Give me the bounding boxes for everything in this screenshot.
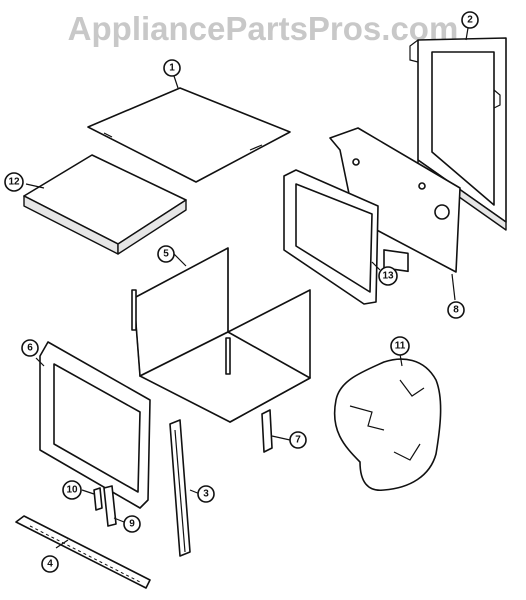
part-10-clip	[81, 487, 103, 511]
part-8-rear-panel	[329, 127, 461, 301]
svg-text:13: 13	[382, 271, 394, 282]
svg-text:12: 12	[8, 177, 20, 188]
callout-6: 6	[21, 339, 39, 357]
callout-13: 13	[378, 266, 398, 286]
watermark: AppliancePartsPros.com	[67, 10, 459, 47]
part-1-top-sheet	[87, 75, 291, 183]
svg-text:10: 10	[66, 485, 78, 496]
svg-text:4: 4	[47, 559, 53, 570]
callout-9: 9	[123, 515, 141, 533]
callout-7: 7	[289, 431, 307, 449]
callout-11: 11	[390, 336, 410, 356]
part-6-front-frame	[35, 341, 151, 509]
svg-text:1: 1	[169, 63, 175, 74]
callout-5: 5	[157, 245, 175, 263]
callout-10: 10	[62, 480, 82, 500]
callout-12: 12	[4, 172, 24, 192]
callout-1: 1	[163, 59, 181, 77]
svg-text:6: 6	[27, 343, 33, 354]
svg-text:3: 3	[203, 489, 209, 500]
part-9-bracket	[103, 485, 125, 527]
svg-text:7: 7	[295, 435, 301, 446]
part-7-bracket	[261, 409, 291, 453]
part-12-insulation-pad	[23, 154, 187, 255]
part-13-gasket-panel	[283, 169, 381, 305]
svg-text:8: 8	[453, 305, 459, 316]
callout-3: 3	[197, 485, 215, 503]
svg-text:11: 11	[395, 341, 406, 352]
part-4-bottom-trim	[15, 515, 151, 589]
svg-text:2: 2	[467, 15, 473, 26]
part-11-insulation-blanket	[333, 353, 442, 491]
part-2-rear-frame	[409, 27, 507, 231]
svg-text:9: 9	[129, 519, 135, 530]
part-3-side-trim	[169, 419, 201, 557]
svg-text:5: 5	[163, 249, 169, 260]
callout-8: 8	[447, 301, 465, 319]
part-5-oven-liner	[131, 247, 311, 423]
callout-4: 4	[41, 555, 59, 573]
callout-2: 2	[461, 11, 479, 29]
